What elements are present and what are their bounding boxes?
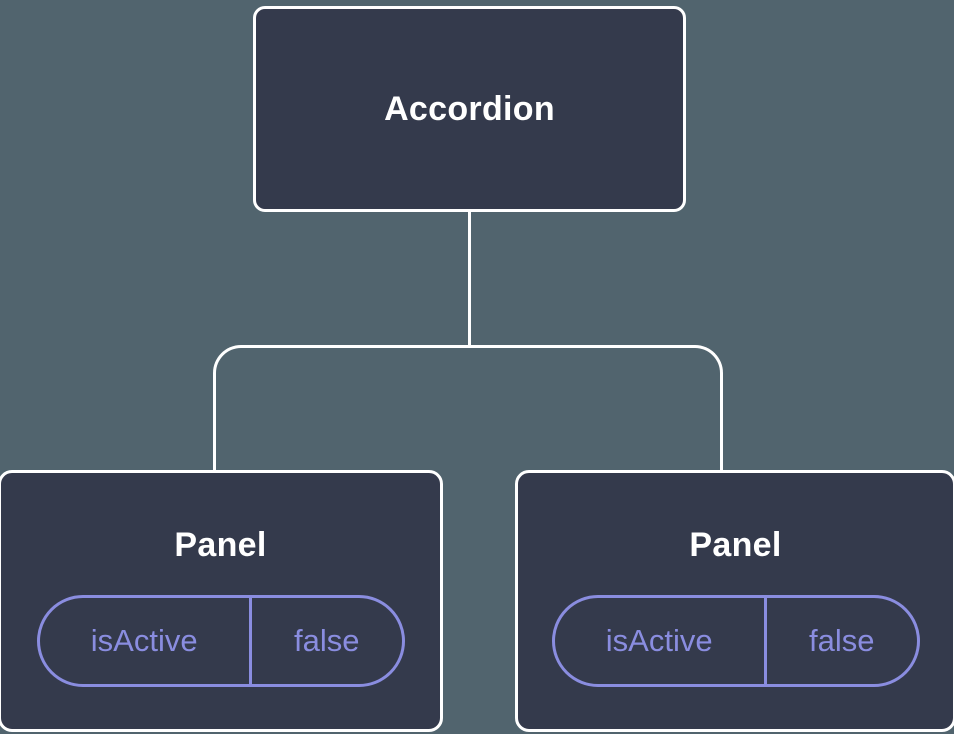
prop-value-label: false (293, 623, 360, 658)
connector-root-stem (468, 212, 471, 348)
prop-name-label: isActive (40, 598, 252, 684)
node-accordion: Accordion (253, 6, 686, 212)
node-accordion-label: Accordion (384, 89, 555, 128)
prop-pill-left: isActive false (36, 595, 405, 687)
connector-branch (213, 345, 723, 470)
node-panel-right-label: Panel (689, 526, 782, 564)
node-panel-right: Panel isActive false (515, 470, 954, 732)
prop-name-label: isActive (555, 598, 767, 684)
node-panel-left: Panel isActive false (0, 470, 443, 732)
prop-pill-right: isActive false (551, 595, 920, 687)
node-panel-left-label: Panel (174, 526, 267, 564)
prop-value-label: false (808, 623, 875, 658)
